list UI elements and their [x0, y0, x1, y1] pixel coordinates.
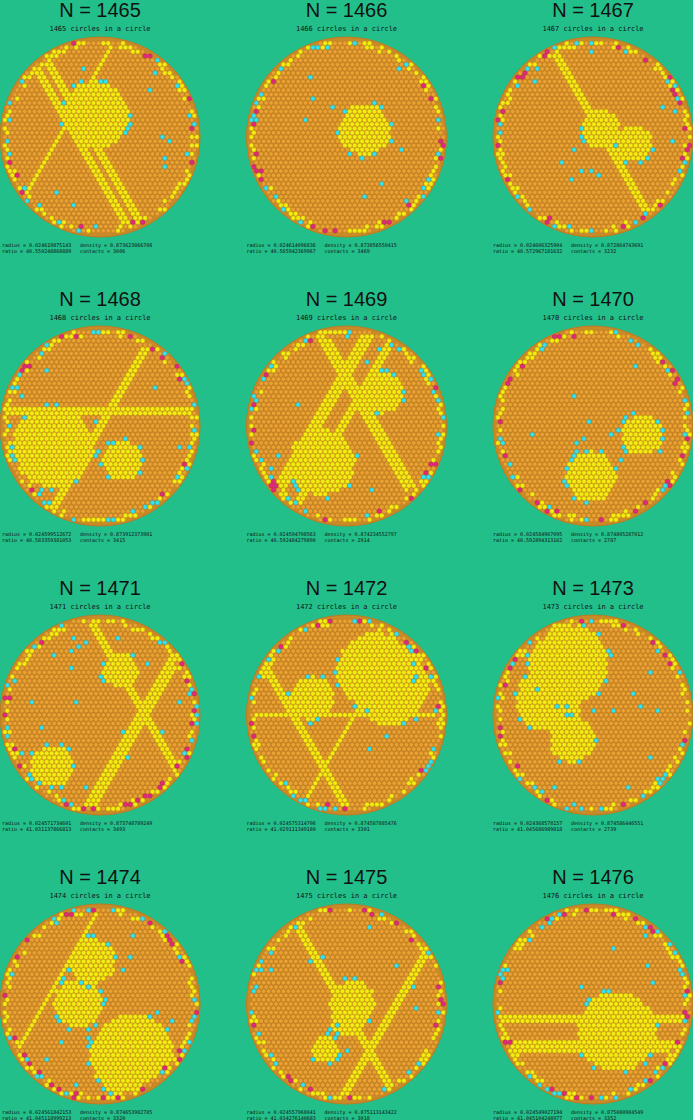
density-value: density = 0.873912373981 [80, 531, 152, 537]
density-value: density = 0.874587885476 [325, 820, 397, 826]
circle-packing [247, 904, 447, 1104]
radius-value: radius = 0.024561842153 [2, 1109, 71, 1115]
panel-title: N = 1471 [0, 577, 200, 599]
density-value: density = 0.874805287012 [571, 531, 643, 537]
radius-value: radius = 0.024571734601 [2, 820, 71, 826]
ratio-value: ratio = 40.592484279890 [247, 537, 316, 543]
density-value: density = 0.874586446551 [571, 820, 643, 826]
panel-title: N = 1470 [493, 288, 693, 310]
radius-value: radius = 0.024599512672 [2, 531, 71, 537]
radius-value: radius = 0.024557968041 [247, 1109, 316, 1115]
circle-packing [0, 37, 200, 237]
contacts-value: contacts = 3352 [571, 1115, 616, 1120]
radius-value: radius = 0.024584967095 [493, 531, 562, 537]
ratio-value: ratio = 41.034276140683 [247, 1115, 316, 1120]
contacts-value: contacts = 3320 [80, 1115, 125, 1120]
panel-subtitle: 1472 circles in a circle [247, 603, 447, 611]
ratio-value: ratio = 40.565942369967 [247, 248, 316, 254]
contacts-value: contacts = 3415 [80, 537, 125, 543]
ratio-value: ratio = 40.583359381053 [2, 537, 71, 543]
panel-subtitle: 1467 circles in a circle [493, 25, 693, 33]
density-value: density = 0.873623866708 [80, 242, 152, 248]
panel-title: N = 1475 [247, 866, 447, 888]
contacts-value: contacts = 3301 [325, 826, 370, 832]
panel-subtitle: 1473 circles in a circle [493, 603, 693, 611]
panel-title: N = 1476 [493, 866, 693, 888]
panel-subtitle: 1471 circles in a circle [0, 603, 200, 611]
contacts-value: contacts = 3018 [325, 1115, 370, 1120]
circle-packing [247, 615, 447, 815]
circle-packing [493, 326, 693, 526]
panel-subtitle: 1468 circles in a circle [0, 314, 200, 322]
panel-title: N = 1466 [247, 0, 447, 21]
ratio-value: ratio = 41.045686989818 [493, 826, 562, 832]
density-value: density = 0.872864743691 [571, 242, 643, 248]
ratio-value: ratio = 41.031137866813 [2, 826, 71, 832]
contacts-value: contacts = 2914 [325, 537, 370, 543]
radius-value: radius = 0.024606325904 [493, 242, 562, 248]
contacts-value: contacts = 3469 [325, 248, 370, 254]
density-value: density = 0.874653982785 [80, 1109, 152, 1115]
circle-packing [247, 326, 447, 526]
ratio-value: ratio = 41.045104248977 [493, 1115, 562, 1120]
panel-title: N = 1467 [493, 0, 693, 21]
circle-packing [0, 904, 200, 1104]
circle-packing [247, 37, 447, 237]
circle-packing [493, 615, 693, 815]
contacts-value: contacts = 3006 [80, 248, 125, 254]
panel-title: N = 1472 [247, 577, 447, 599]
panel-subtitle: 1466 circles in a circle [247, 25, 447, 33]
panel-subtitle: 1476 circles in a circle [493, 892, 693, 900]
contacts-value: contacts = 3232 [571, 248, 616, 254]
ratio-value: ratio = 41.045118999213 [2, 1115, 71, 1120]
contacts-value: contacts = 2787 [571, 537, 616, 543]
density-value: density = 0.875113143422 [325, 1109, 397, 1115]
panel-subtitle: 1470 circles in a circle [493, 314, 693, 322]
panel-subtitle: 1475 circles in a circle [247, 892, 447, 900]
panel-title: N = 1473 [493, 577, 693, 599]
radius-value: radius = 0.024575314706 [247, 820, 316, 826]
radius-value: radius = 0.024549027194 [493, 1109, 562, 1115]
radius-value: radius = 0.024594708563 [247, 531, 316, 537]
radius-value: radius = 0.024619875143 [2, 242, 71, 248]
circle-packing [493, 37, 693, 237]
panel-title: N = 1474 [0, 866, 200, 888]
circle-packing [0, 615, 200, 815]
ratio-value: ratio = 40.592894313162 [493, 537, 562, 543]
density-value: density = 0.873856550415 [325, 242, 397, 248]
density-value: density = 0.875080984549 [571, 1109, 643, 1115]
panel-subtitle: 1474 circles in a circle [0, 892, 200, 900]
density-value: density = 0.873748789249 [80, 820, 152, 826]
panel-title: N = 1469 [247, 288, 447, 310]
ratio-value: ratio = 40.572967181632 [493, 248, 562, 254]
circle-packing [493, 904, 693, 1104]
panel-title: N = 1465 [0, 0, 200, 21]
panel-subtitle: 1469 circles in a circle [247, 314, 447, 322]
ratio-value: ratio = 40.550248868889 [2, 248, 71, 254]
radius-value: radius = 0.024368578157 [493, 820, 562, 826]
circle-packing [0, 326, 200, 526]
density-value: density = 0.874234552797 [325, 531, 397, 537]
contacts-value: contacts = 3493 [80, 826, 125, 832]
ratio-value: ratio = 41.029111349180 [247, 826, 316, 832]
panel-title: N = 1468 [0, 288, 200, 310]
panel-subtitle: 1465 circles in a circle [0, 25, 200, 33]
radius-value: radius = 0.024614096836 [247, 242, 316, 248]
contacts-value: contacts = 2739 [571, 826, 616, 832]
